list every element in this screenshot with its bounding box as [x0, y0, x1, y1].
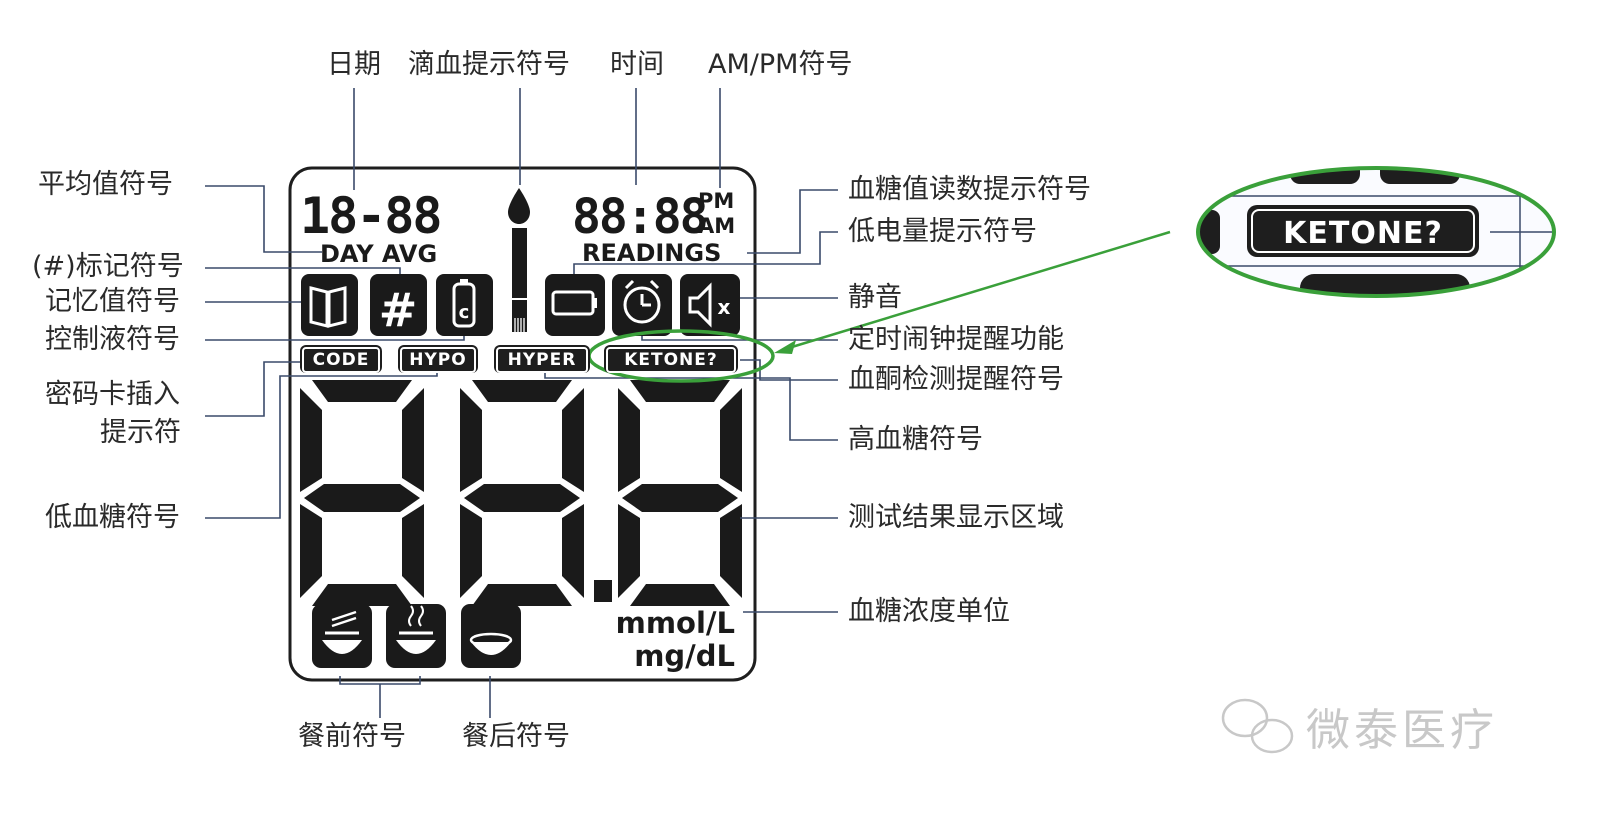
label-after-meal: 餐后符号	[462, 721, 570, 752]
label-code-card-2: 提示符	[100, 417, 181, 448]
result-digits	[300, 380, 742, 606]
label-readings: 血糖值读数提示符号	[848, 174, 1091, 205]
label-code-card-1: 密码卡插入	[45, 379, 180, 410]
label-memory: 记忆值符号	[45, 286, 180, 317]
day-avg-text: DAY AVG	[320, 240, 437, 268]
label-ampm: AM/PM符号	[708, 49, 853, 80]
label-unit: 血糖浓度单位	[848, 596, 1010, 627]
date-digits: 18-88	[300, 187, 441, 245]
label-mute: 静音	[848, 282, 902, 313]
after-meal-empty-bowl-icon	[461, 604, 521, 668]
label-low-battery: 低电量提示符号	[848, 216, 1037, 247]
label-before-meal: 餐前符号	[298, 721, 406, 752]
label-alarm: 定时闹钟提醒功能	[848, 324, 1064, 355]
blood-drop-icon	[508, 188, 530, 224]
control-solution-icon	[436, 274, 493, 336]
arrow-head-icon	[774, 340, 796, 354]
hypo-tag: HYPO	[398, 345, 478, 373]
hash-mark-icon	[370, 274, 427, 336]
watermark-text: 微泰医疗	[1306, 705, 1498, 756]
decimal-point	[594, 580, 612, 602]
ketone-tag: KETONE?	[604, 345, 738, 373]
label-drop-prompt: 滴血提示符号	[408, 49, 570, 80]
battery-icon	[545, 274, 605, 336]
leader-lines	[205, 88, 838, 718]
label-hypo: 低血糖符号	[45, 502, 180, 533]
wechat-logo-icon	[1221, 698, 1294, 754]
label-ketone: 血酮检测提醒符号	[848, 364, 1064, 395]
hyper-tag: HYPER	[494, 345, 590, 373]
unit-mgdl: mg/dL	[634, 639, 735, 673]
before-meal-steam-icon	[386, 604, 446, 668]
label-hash-mark: (#)标记符号	[32, 251, 184, 282]
label-control: 控制液符号	[45, 324, 180, 355]
svg-text:x: x	[718, 295, 731, 319]
label-result: 测试结果显示区域	[848, 502, 1064, 533]
label-date: 日期	[327, 49, 381, 80]
unit-mmol: mmol/L	[616, 606, 735, 640]
zoom-inset: KETONE?	[1198, 168, 1554, 296]
zoom-ring	[1196, 166, 1556, 298]
am-text: AM	[698, 214, 735, 238]
readings-text: READINGS	[582, 239, 721, 267]
test-strip-icon	[512, 228, 527, 298]
label-average: 平均值符号	[38, 169, 173, 200]
label-hyper: 高血糖符号	[848, 424, 983, 455]
zoom-ketone-text: KETONE?	[1283, 216, 1443, 251]
pm-text: PM	[698, 189, 734, 213]
code-tag: CODE	[300, 345, 382, 373]
svg-text:c: c	[459, 302, 470, 323]
time-digits: 88:88	[572, 189, 707, 245]
zoom-arrow	[781, 230, 1171, 352]
label-time: 时间	[610, 49, 664, 80]
before-meal-chopsticks-icon	[312, 604, 372, 668]
svg-text:#: #	[379, 283, 418, 337]
